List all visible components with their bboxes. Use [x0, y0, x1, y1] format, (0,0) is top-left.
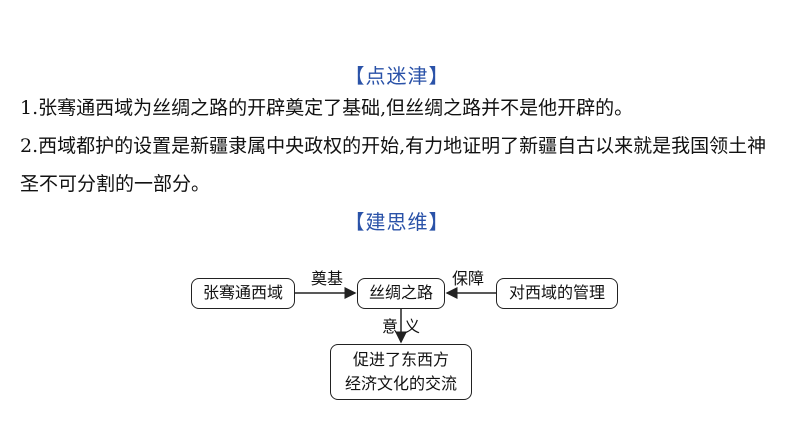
node-silk-road: 丝绸之路: [357, 278, 445, 309]
point-1-text: 1.张骞通西域为丝绸之路的开辟奠定了基础,但丝绸之路并不是他开辟的。: [20, 97, 634, 119]
section-heading-jiansiwei: 【建思维】: [344, 210, 450, 234]
edge-label-guarantee: 保障: [452, 269, 485, 288]
node-western-regions-admin: 对西域的管理: [496, 278, 618, 309]
node-significance: 促进了东西方 经济文化的交流: [330, 344, 472, 400]
node-zhangqian: 张骞通西域: [191, 278, 295, 309]
node-significance-line1: 促进了东西方: [352, 350, 449, 369]
edge-label-foundation: 奠基: [311, 269, 344, 288]
node-significance-line2: 经济文化的交流: [344, 374, 457, 393]
edge-label-significance: 意义: [382, 317, 427, 336]
point-2-text: 2.西域都护的设置是新疆隶属中央政权的开始,有力地证明了新疆自古以来就是我国领土…: [20, 135, 767, 195]
section-heading-dianmijin: 【点迷津】: [344, 64, 450, 88]
